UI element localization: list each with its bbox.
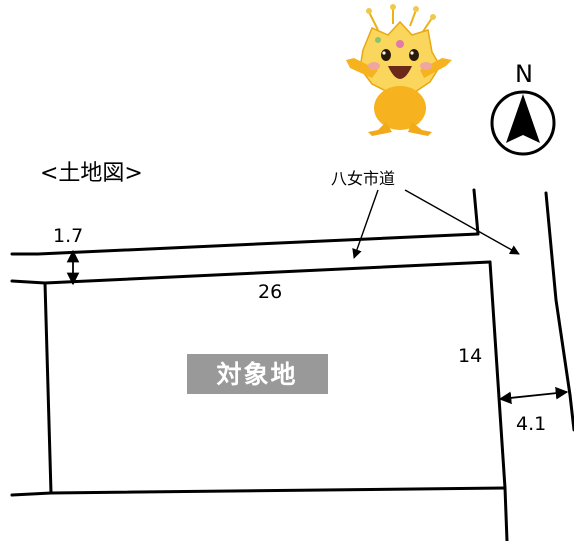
parcel-lines (10, 188, 574, 541)
parcel-bottom-edge (10, 486, 507, 497)
road-width-east-label: 4.1 (516, 413, 546, 435)
road-east-west-edge (503, 486, 509, 541)
parcel-left-edge (43, 281, 53, 495)
road-north-continuation (472, 188, 480, 236)
north-label: N (515, 60, 533, 88)
subject-label: 対象地 (216, 360, 297, 389)
subject-badge: 対象地 (187, 354, 328, 394)
road-name-label: 八女市道 (331, 169, 395, 188)
leader-to-east-road (404, 189, 520, 255)
road-north-top-edge (10, 232, 480, 256)
north-arrow-icon: N (490, 60, 556, 156)
dimension-arrow-road-east (498, 386, 569, 405)
dimension-arrows (66, 249, 569, 405)
road-width-north-label: 1.7 (53, 225, 83, 247)
map-title: <土地図> (40, 161, 143, 186)
leader-to-north-road (352, 189, 379, 259)
mascot-icon (346, 4, 452, 136)
parcel-right-edge (488, 260, 507, 490)
depth-label: 14 (458, 345, 482, 367)
road-east-east-edge (544, 191, 574, 432)
frontage-label: 26 (258, 281, 282, 303)
road-label-leaders (352, 189, 520, 259)
parcel-top-edge (10, 260, 492, 285)
